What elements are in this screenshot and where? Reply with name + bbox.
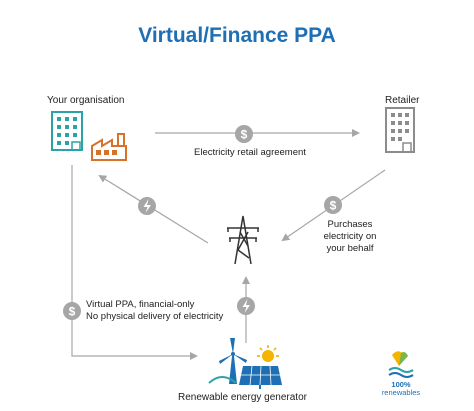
diagram-title: Virtual/Finance PPA [138,24,336,47]
retailer-icon [385,107,415,153]
wind-turbine-icon [208,338,247,384]
renewables-logo [388,351,414,378]
solar-panel-icon [239,365,282,389]
renewables-logo-text: 100% renewables [381,380,421,397]
arrow-organisation-to-generator [71,165,198,360]
purchases-label: Purchases electricity on your behalf [323,219,377,254]
lightning-icon [138,197,156,215]
virtual-ppa-label: Virtual PPA, financial-only No physical … [86,299,224,322]
organisation-label: Your organisation [47,95,125,106]
svg-text:$: $ [330,199,337,213]
generator-label: Renewable energy generator [178,392,307,403]
transmission-tower-icon [227,215,259,265]
money-icon: $ [235,125,253,143]
organisation-icon [51,111,127,161]
sun-icon [257,345,279,362]
lightning-icon [237,297,255,315]
svg-text:$: $ [241,128,248,142]
money-icon: $ [324,196,342,214]
retailer-label: Retailer [385,95,420,106]
svg-text:$: $ [69,305,76,319]
money-icon: $ [63,302,81,320]
retail-agreement-label: Electricity retail agreement [194,147,306,158]
